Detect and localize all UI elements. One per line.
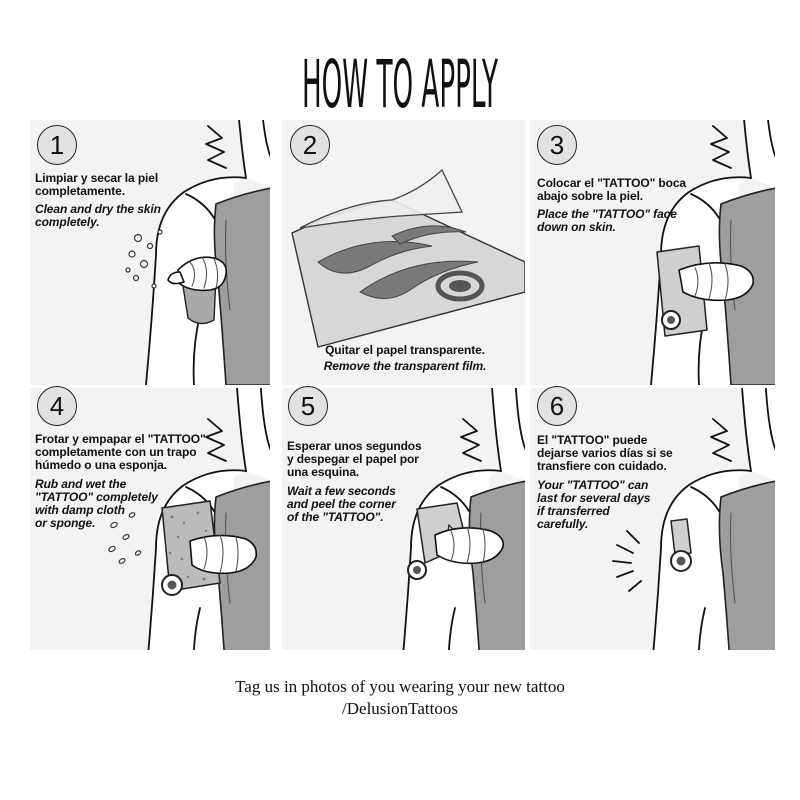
step-5-text-es: Esperar unos segundos y despegar el pape… [287,439,422,479]
step-3-number: 3 [537,125,577,165]
step-4-text-en: Rub and wet the "TATTOO" completely with… [35,477,158,530]
footer-tagline: Tag us in photos of you wearing your new… [235,677,565,696]
step-5-text-en: Wait a few seconds and peel the corner o… [287,484,396,524]
step-2-number: 2 [290,125,330,165]
tattoo-strip [670,518,692,556]
hand [177,256,228,292]
step-4-illustration [108,388,270,650]
step-4-text-es: Frotar y empapar el "TATTOO" completamen… [35,432,206,472]
step-3-text-es: Colocar el "TATTOO" boca abajo sobre la … [537,176,687,203]
hand [678,262,755,302]
shine-lines [612,530,642,592]
tribal-tattoo-design [317,225,485,302]
water-droplets [108,512,142,564]
step-3-illustration [650,120,775,385]
step-1-text-es: Limpiar y secar la piel completamente. [35,171,159,198]
step-6-number: 6 [537,386,577,426]
hand [434,527,505,565]
step-1-text-en: Clean and dry the skin completely. [35,202,161,229]
step-5-illustration [400,388,525,650]
page-title: HOW TO APPLY [302,46,498,123]
step-2-text-es: Quitar el papel transparente. [325,343,485,357]
step-6-illustration [612,388,775,650]
footer-handle: /DelusionTattoos [342,699,458,718]
step-5-number: 5 [288,386,328,426]
step-1-number: 1 [37,125,77,165]
transparent-film [299,168,464,229]
step-4-number: 4 [37,386,77,426]
step-6-text-es: El "TATTOO" puede dejarse varios días si… [537,433,673,473]
step-2-illustration [291,168,525,348]
water-droplets [125,229,163,289]
step-3-text-en: Place the "TATTOO" face down on skin. [537,207,677,234]
step-6-text-en: Your "TATTOO" can last for several days … [537,478,651,531]
footer: Tag us in photos of you wearing your new… [0,676,800,720]
step-1-illustration [125,120,270,385]
step-2-text-en: Remove the transparent film. [323,359,487,373]
